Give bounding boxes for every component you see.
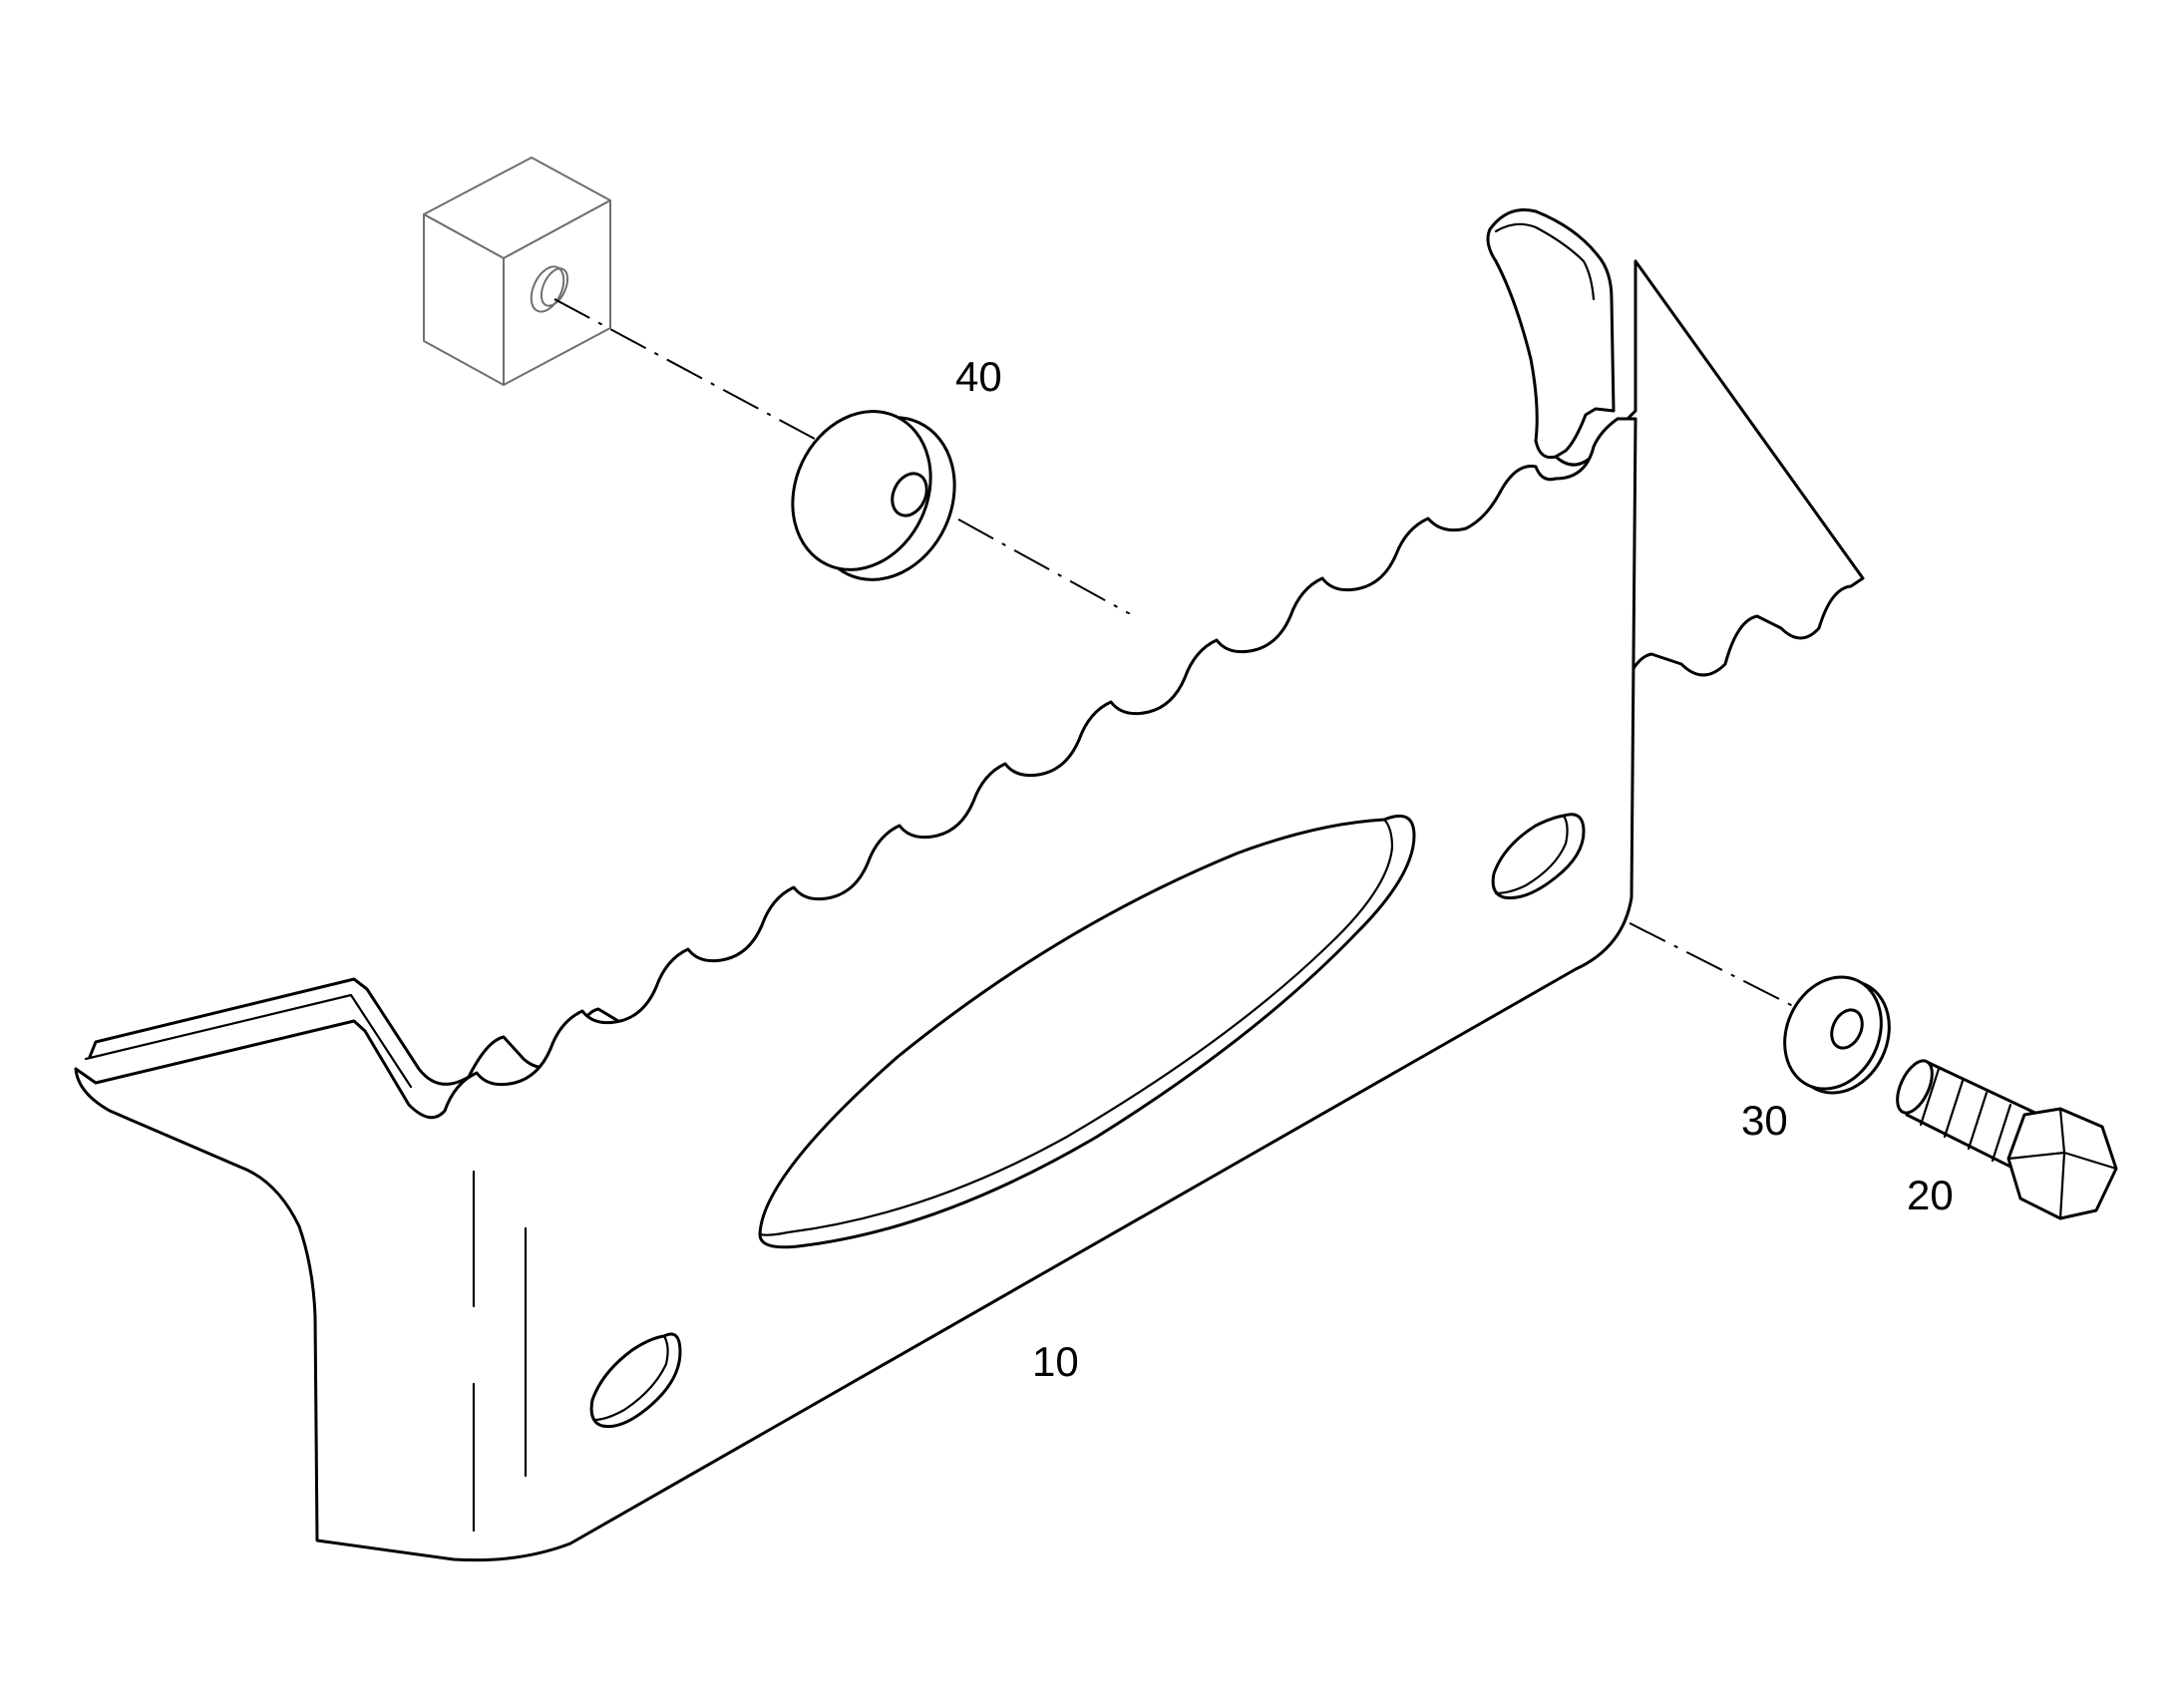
mounting-block <box>423 157 611 386</box>
spacer <box>791 410 956 581</box>
callout-30: 30 <box>1741 1097 1788 1144</box>
washer <box>1783 975 1891 1095</box>
callout-20: 20 <box>1907 1172 1954 1218</box>
rack-bracket <box>74 208 1865 1562</box>
hex-bolt <box>1896 1059 2118 1220</box>
callout-10: 10 <box>1032 1338 1079 1385</box>
callout-40: 40 <box>955 353 1002 400</box>
